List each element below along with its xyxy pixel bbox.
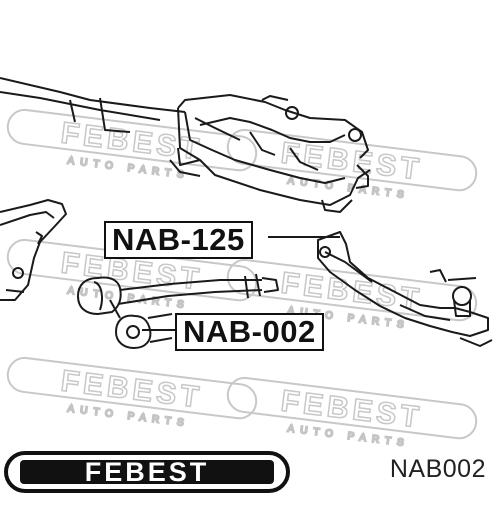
lateral-link-drawing xyxy=(77,273,279,349)
callout-nab125: NAB-125 xyxy=(104,221,253,259)
right-arm-drawing xyxy=(317,231,493,347)
logo-text: FEBEST xyxy=(85,457,210,487)
part-code: NAB002 xyxy=(389,455,486,483)
leader-lines xyxy=(142,236,340,331)
febest-logo: FEBEST xyxy=(4,451,290,493)
left-arm-drawing xyxy=(0,199,67,301)
callout-nab002: NAB-002 xyxy=(175,313,324,351)
subframe-drawing xyxy=(0,77,371,213)
febest-logo-graphic: FEBEST xyxy=(4,451,290,493)
